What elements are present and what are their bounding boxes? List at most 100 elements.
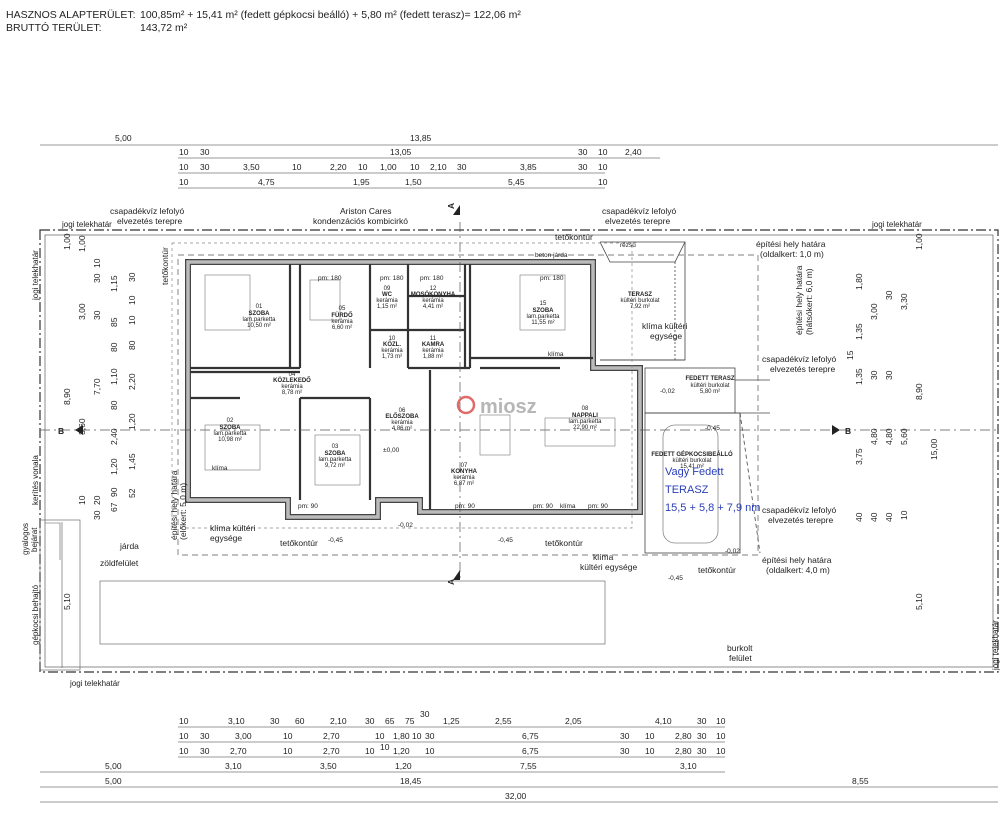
room-15-num: 15 [540, 301, 547, 307]
dim-left-c3b: 30 [92, 273, 102, 283]
dim-right-c5a: 1,00 [914, 233, 924, 250]
dim-bot-2e: 2,70 [323, 731, 340, 741]
dim-top-1b: 13,85 [410, 133, 432, 143]
dim-left-c3j: 90 [109, 487, 119, 497]
dim-left-c3c: 1,15 [109, 275, 119, 292]
dim-top-4a: 10 [179, 177, 189, 187]
dim-bot-3d: 10 [283, 746, 293, 756]
csapadek-top-2: elvezetés terepre [605, 216, 670, 226]
paving [39, 519, 606, 671]
dim-bot-2a: 10 [179, 731, 189, 741]
carport [644, 412, 761, 554]
dim-bot-1c: 30 [270, 716, 280, 726]
dim-right-c3d: 40 [884, 512, 894, 522]
pm-180-a: pm: 180 [318, 275, 342, 282]
covered-terrace-name: FEDETT TERASZ [686, 376, 735, 382]
jogi-telekhatar-tr: jogi telekhatár [871, 220, 922, 229]
terrace-top [599, 241, 686, 361]
dim-top-4f: 10 [598, 177, 608, 187]
klima-bottom-2: kültéri egysége [580, 562, 637, 572]
annotation-line2: TERASZ [665, 484, 709, 496]
csapadek-top-1: csapadékvíz lefolyó [602, 206, 676, 216]
klima-left-2: egysége [210, 533, 242, 543]
dim-right-c6a: 15 [845, 350, 855, 360]
dim-top-3e: 2,20 [330, 162, 347, 172]
room-03-num: 03 [332, 444, 339, 450]
dim-bot-1l: 4,10 [655, 716, 672, 726]
site-boundary [39, 229, 999, 673]
room-04-finish: kerámia [281, 384, 303, 390]
burkolt-1: burkolt [727, 643, 753, 653]
section-b-right: B [845, 426, 851, 436]
dim-bot-1a: 10 [179, 716, 189, 726]
annotation-line1: Vagy Fedett [665, 466, 724, 478]
section-a-bottom: A [446, 579, 456, 585]
room-09-finish: kerámia [376, 298, 398, 304]
room-02-area: 10,98 m² [218, 437, 242, 443]
pm-180-b: pm: 180 [380, 275, 404, 282]
klima-small-2: klíma [212, 465, 228, 472]
dim-left-c3g: 80 [109, 400, 119, 410]
dim-left-c5h: 52 [127, 488, 137, 498]
dim-top-3c: 3,50 [243, 162, 260, 172]
room-07: 07 KONYHA kerámia 6,87 m² [451, 463, 478, 487]
building-limit [40, 222, 998, 578]
room-15-finish: lam.parketta [526, 314, 560, 320]
dim-bot-4a: 5,00 [105, 761, 122, 771]
room-09-num: 09 [384, 286, 391, 292]
room-07-num: 07 [461, 463, 468, 469]
room-01-area: 10,50 m² [247, 323, 271, 329]
csapadek-right-2: elvezetés terepre [770, 364, 835, 374]
dim-left-c3k: 67 [109, 502, 119, 512]
dim-lines-bottom [40, 726, 998, 803]
room-11-finish: kerámia [422, 348, 444, 354]
room-06-name: ELŐSZOBA [385, 413, 419, 420]
dim-bot-3g: 10 [380, 742, 390, 752]
dim-top-3l: 30 [578, 162, 588, 172]
dim-bot-1k: 2,05 [565, 716, 582, 726]
area-value: 100,85m² + 15,41 m² (fedett gépkocsi beá… [140, 9, 521, 21]
room-11-name: KAMRA [422, 342, 445, 348]
room-11: 11 KAMRA kerámia 1,88 m² [422, 336, 445, 360]
dim-top-3a: 10 [179, 162, 189, 172]
dim-right-c3b: 30 [884, 370, 894, 380]
watermark-logo: miosz [456, 395, 537, 418]
jogi-telekhatar-left: jogi telekhatár [31, 250, 40, 301]
room-03-area: 9,72 m² [325, 463, 345, 469]
dim-bot-3m: 2,80 [675, 746, 692, 756]
room-06-num: 06 [399, 408, 406, 414]
dim-bot-5b: 18,45 [400, 776, 422, 786]
epitesi-elo-2: (előkert: 5,0 m) [178, 483, 188, 540]
jarda-label: járda [119, 541, 139, 551]
dim-left-c3l: 30 [92, 510, 102, 520]
room-06-area: 4,86 m² [392, 426, 412, 432]
dim-bot-1h: 75 [405, 716, 415, 726]
dim-top-3i: 2,10 [430, 162, 447, 172]
dim-top-2d: 30 [578, 147, 588, 157]
csapadek-right-3: csapadékvíz lefolyó [762, 505, 836, 515]
jogi-telekhatar-right: jogi telekhatár [991, 620, 1000, 671]
bed-symbols [204, 274, 616, 486]
level-6: -0,02 [725, 548, 740, 555]
dim-left-c2d: 10 [77, 495, 87, 505]
gyalogos-label: gyalogos [21, 523, 30, 555]
room-10-area: 1,73 m² [382, 354, 402, 360]
epitesi-hats-2: (hátsókert: 6,0 m) [804, 268, 814, 335]
dim-bot-2k: 30 [620, 731, 630, 741]
dim-bot-1e: 2,10 [330, 716, 347, 726]
burkolt-2: felület [729, 653, 752, 663]
dim-right-c6b: 15,00 [929, 438, 939, 460]
section-a-top: A [446, 203, 456, 209]
room-05-name: FÜRDŐ [331, 312, 353, 319]
dim-top-4d: 1,50 [405, 177, 422, 187]
dim-bot-1i: 1,25 [443, 716, 460, 726]
area-label: HASZNOS ALAPTERÜLET: [6, 9, 136, 21]
dim-bot-4f: 3,10 [680, 761, 697, 771]
room-12-area: 4,41 m² [423, 304, 443, 310]
room-03-finish: lam.parketta [318, 457, 352, 463]
dim-bot-2n: 30 [697, 731, 707, 741]
gross-area-label: BRUTTÓ TERÜLET: [6, 22, 102, 34]
room-08-finish: lam.parketta [568, 419, 602, 425]
room-03: 03 SZOBA lam.parketta 9,72 m² [318, 444, 352, 469]
